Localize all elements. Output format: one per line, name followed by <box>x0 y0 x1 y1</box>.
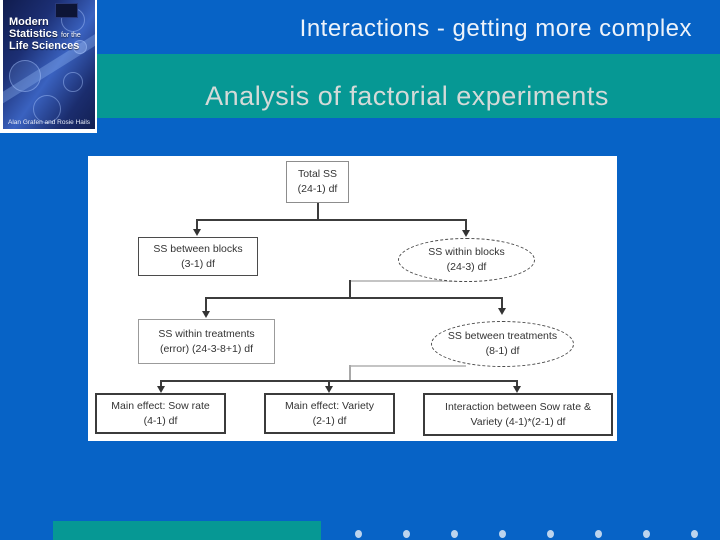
cover-bubble-decoration <box>63 72 83 92</box>
nav-dots <box>355 530 698 538</box>
cover-bubble-decoration <box>73 40 87 54</box>
nav-dot <box>643 530 650 538</box>
connector-segment <box>160 380 162 387</box>
nav-dot <box>547 530 554 538</box>
node-df: Variety (4-1)*(2-1) df <box>470 415 566 428</box>
arrow-down-icon <box>498 308 506 315</box>
publisher-mark <box>55 3 78 18</box>
book-title-line2: Statistics <box>9 27 58 40</box>
book-cover-art: Modern Statistics for the Life Sciences … <box>3 0 95 129</box>
book-title-line3: Life Sciences <box>9 40 80 52</box>
cover-bubble-decoration <box>33 95 61 123</box>
cover-bubble-decoration <box>9 60 41 92</box>
connector-segment <box>516 380 518 387</box>
node-main-effect-variety: Main effect: Variety (2-1) df <box>264 393 395 434</box>
node-ss-within-treatments: SS within treatments (error) (24-3-8+1) … <box>138 319 275 364</box>
page-title: Interactions - getting more complex <box>299 15 692 42</box>
node-df: (2-1) df <box>312 414 347 427</box>
connector-segment <box>349 280 351 298</box>
nav-dot <box>595 530 602 538</box>
book-title-line1: Modern <box>9 16 49 28</box>
book-title-line2b: for the <box>60 31 81 39</box>
node-ss-between-treatments: SS between treatments (8-1) df <box>431 321 574 367</box>
book-cover: Modern Statistics for the Life Sciences … <box>0 0 97 133</box>
connector-segment <box>501 297 503 310</box>
nav-dot <box>499 530 506 538</box>
node-df: (8-1) df <box>485 345 520 357</box>
page-subtitle: Analysis of factorial experiments <box>205 81 609 111</box>
connector-segment <box>161 380 518 382</box>
connector-segment <box>328 380 330 387</box>
node-main-effect-sow-rate: Main effect: Sow rate (4-1) df <box>95 393 226 434</box>
node-label: SS between blocks <box>153 242 243 255</box>
node-df: (24-3) df <box>446 261 487 273</box>
node-label: Main effect: Sow rate <box>111 399 210 412</box>
node-df: (24-1) df <box>297 183 338 195</box>
arrow-down-icon <box>202 311 210 318</box>
connector-segment <box>197 219 467 221</box>
arrow-down-icon <box>157 386 165 393</box>
node-ss-between-blocks: SS between blocks (3-1) df <box>138 237 258 276</box>
arrow-down-icon <box>325 386 333 393</box>
arrow-down-icon <box>193 229 201 236</box>
book-authors: Alan Grafen and Rosie Hails <box>8 119 91 126</box>
connector-segment <box>205 297 207 312</box>
node-df: (error) (24-3-8+1) df <box>159 342 254 355</box>
book-title: Modern Statistics for the Life Sciences <box>9 16 81 53</box>
connector-segment <box>317 203 319 220</box>
node-label: Main effect: Variety <box>285 399 374 412</box>
node-df: (4-1) df <box>143 414 178 427</box>
connector-segment <box>196 219 198 230</box>
node-label: SS within blocks <box>428 246 505 258</box>
connector-segment <box>349 365 351 382</box>
node-total-ss: Total SS (24-1) df <box>286 161 349 203</box>
node-label: Total SS <box>297 168 338 180</box>
connector-segment <box>350 365 466 367</box>
nav-dot <box>403 530 410 538</box>
footer-bar <box>53 521 321 540</box>
node-label: Interaction between Sow rate & <box>445 400 591 413</box>
nav-dot <box>691 530 698 538</box>
node-label: SS between treatments <box>447 330 558 342</box>
node-ss-within-blocks: SS within blocks (24-3) df <box>398 238 535 282</box>
node-df: (3-1) df <box>181 257 215 270</box>
nav-dot <box>355 530 362 538</box>
connector-segment <box>350 280 469 282</box>
connector-segment <box>465 219 467 231</box>
arrow-down-icon <box>462 230 470 237</box>
node-label: SS within treatments <box>158 327 255 340</box>
arrow-down-icon <box>513 386 521 393</box>
connector-segment <box>206 297 503 299</box>
subtitle-band <box>0 54 720 118</box>
node-interaction: Interaction between Sow rate & Variety (… <box>423 393 613 436</box>
nav-dot <box>451 530 458 538</box>
diagram-panel: Total SS (24-1) df SS between blocks (3-… <box>88 156 617 441</box>
